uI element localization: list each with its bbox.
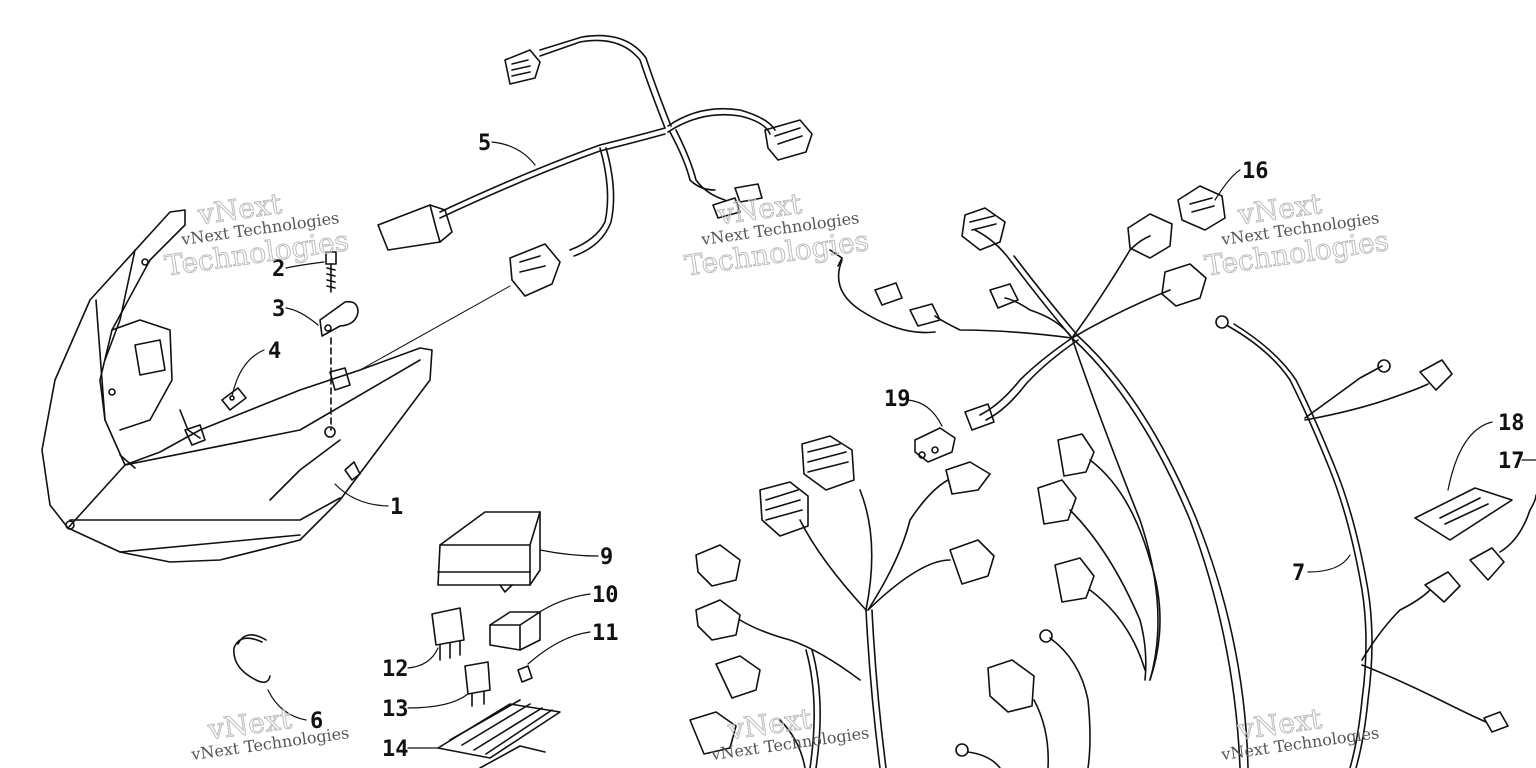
watermark-top-right: vNext vNext Technologies Technologies — [1202, 186, 1391, 283]
left-harness-branch — [689, 435, 995, 768]
screw-part — [325, 251, 337, 293]
callout-16: 16 — [1242, 159, 1269, 184]
callout-2: 2 — [272, 257, 285, 282]
callout-13: 13 — [382, 697, 409, 722]
callout-labels: 1 2 3 4 5 6 7 9 10 11 12 13 14 16 17 18 … — [268, 131, 1525, 762]
callout-3: 3 — [272, 297, 285, 322]
relay-10 — [489, 611, 541, 651]
watermark-bottom-right: vNext vNext Technologies — [1219, 701, 1380, 764]
harness-5 — [377, 34, 813, 297]
watermark-top-center: vNext vNext Technologies Technologies — [682, 186, 871, 283]
callout-11: 11 — [592, 621, 619, 646]
callout-4: 4 — [268, 339, 281, 364]
ring-clamp-6 — [233, 634, 271, 684]
middle-harness — [955, 433, 1161, 768]
watermark-bottom-left: vNext vNext Technologies — [189, 701, 350, 764]
callout-7: 7 — [1292, 561, 1305, 586]
connector-19 — [914, 427, 956, 463]
bag-18 — [1414, 487, 1513, 541]
harness-7 — [1215, 315, 1536, 768]
relay-12 — [431, 607, 465, 661]
callout-12: 12 — [382, 657, 409, 682]
main-harness — [829, 207, 1249, 768]
callout-14: 14 — [382, 737, 409, 762]
callout-19: 19 — [884, 387, 911, 412]
callout-6: 6 — [310, 709, 323, 734]
fuse-11 — [517, 665, 533, 683]
callout-17: 17 — [1498, 449, 1525, 474]
callout-1: 1 — [390, 495, 403, 520]
clamp-part — [319, 300, 359, 431]
headlight-assembly — [41, 209, 433, 563]
watermark-top-left: vNext vNext Technologies Technologies — [162, 186, 351, 283]
callout-9: 9 — [600, 545, 613, 570]
callout-10: 10 — [592, 583, 619, 608]
callout-18: 18 — [1498, 411, 1525, 436]
label-sheet-14 — [437, 699, 561, 768]
watermark-bottom-center: vNext vNext Technologies — [709, 701, 870, 764]
relay-13 — [464, 661, 491, 707]
callout-5: 5 — [478, 131, 491, 156]
fuse-box — [437, 511, 541, 593]
nut-clip-part — [221, 387, 247, 411]
connector-16 — [1177, 185, 1226, 231]
